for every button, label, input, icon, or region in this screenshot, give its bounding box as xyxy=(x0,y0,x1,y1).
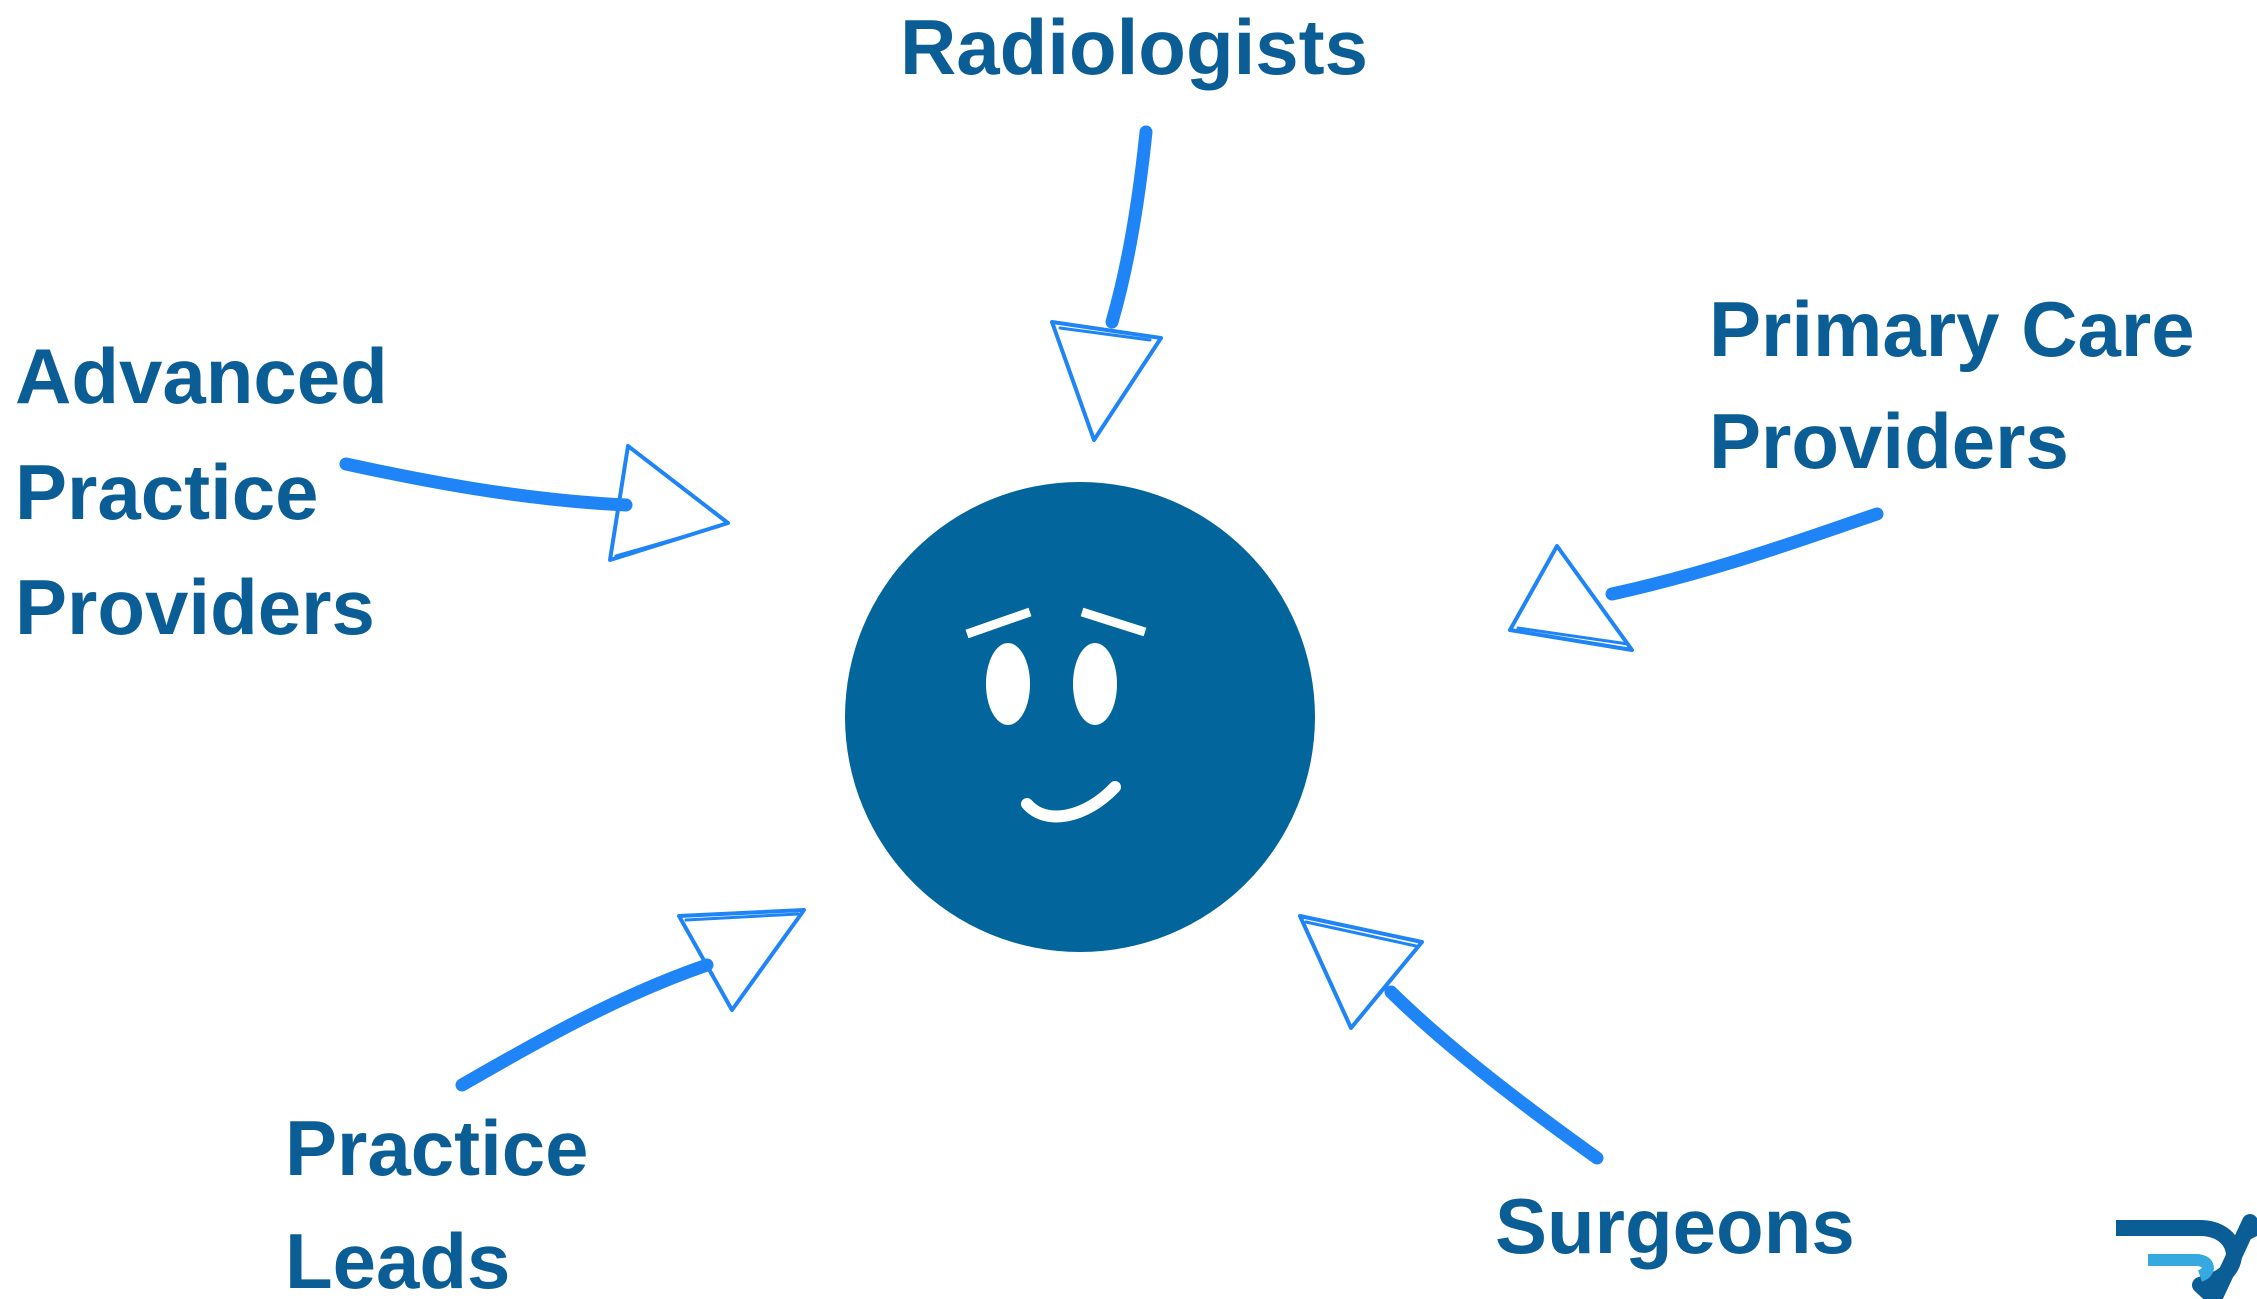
label-advanced-practice-providers: Advanced Practice Providers xyxy=(15,332,409,651)
left-eye xyxy=(986,643,1030,725)
arrow-from-practice-leads xyxy=(455,908,806,1092)
face-circle xyxy=(845,482,1315,952)
label-surgeons: Surgeons xyxy=(1495,1182,1855,1270)
left-eyebrow xyxy=(965,607,1032,639)
label-advanced-practice-line-2: Practice xyxy=(15,448,319,536)
logo-a-shape xyxy=(2206,1214,2257,1299)
label-practice-leads-line-1: Practice xyxy=(285,1104,589,1192)
arrow-from-surgeons xyxy=(1298,914,1604,1165)
label-practice-leads: Practice Leads xyxy=(285,1104,610,1299)
right-eyebrow xyxy=(1080,607,1147,637)
ra-logo-mark xyxy=(2116,1214,2257,1299)
label-primary-care-providers: Primary Care Providers xyxy=(1709,285,2216,485)
label-primary-care-line-2: Providers xyxy=(1709,397,2069,485)
logo-r-accent xyxy=(2148,1254,2214,1282)
label-advanced-practice-line-3: Providers xyxy=(15,563,375,651)
label-practice-leads-line-2: Leads xyxy=(285,1217,510,1299)
label-radiologists: Radiologists xyxy=(900,3,1368,91)
label-surgeons-line-1: Surgeons xyxy=(1495,1182,1855,1270)
arrow-from-primary-care xyxy=(1508,507,1884,652)
label-primary-care-line-1: Primary Care xyxy=(1709,285,2195,373)
arrow-from-radiologists xyxy=(1050,125,1163,442)
smile xyxy=(1021,781,1121,823)
right-eye xyxy=(1073,643,1117,725)
label-radiologists-line-1: Radiologists xyxy=(900,3,1368,91)
smiling-face-icon xyxy=(845,482,1315,952)
label-advanced-practice-line-1: Advanced xyxy=(15,332,388,420)
arrow-from-advanced-practice xyxy=(339,444,730,562)
